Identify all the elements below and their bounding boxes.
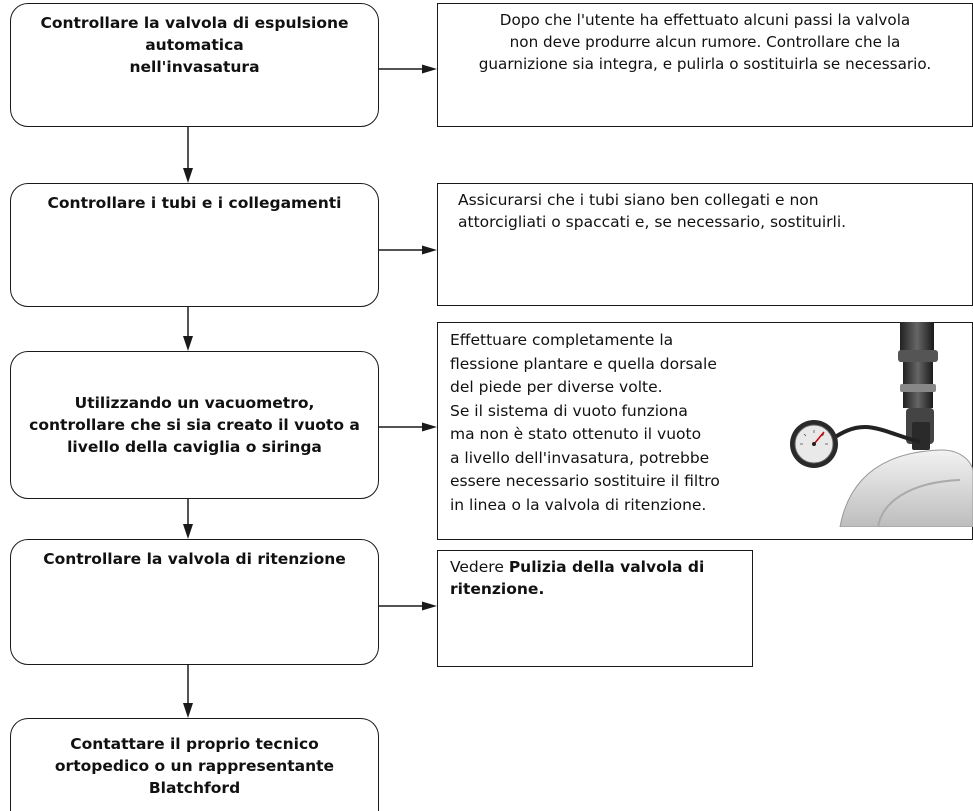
step-line: Controllare la valvola di ritenzione [43, 550, 346, 568]
note-line: in linea o la valvola di ritenzione. [450, 495, 707, 514]
note-line: non deve produrre alcun rumore. Controll… [509, 33, 901, 51]
note-line: ma non è stato ottenuto il vuoto [450, 425, 702, 443]
step-line: Contattare il proprio tecnico [70, 735, 319, 753]
arrow-step4-to-note4 [379, 601, 437, 611]
step-line: livello della caviglia o siringa [67, 438, 322, 456]
note-line: Assicurarsi che i tubi siano ben collega… [458, 191, 819, 209]
arrow-step1-to-note1 [379, 64, 437, 74]
step-check-expulsion-valve: Controllare la valvola di espulsione aut… [10, 3, 379, 127]
vacuum-gauge-illustration-icon [790, 322, 973, 527]
note-line: flessione plantare e quella dorsale [450, 354, 717, 373]
step-line: controllare che si sia creato il vuoto a [29, 416, 360, 434]
step-line: Controllare la valvola di espulsione [40, 14, 349, 32]
step-line: ortopedico o un rappresentante [54, 757, 335, 775]
step-line: automatica [145, 36, 244, 54]
note-check-valve: Vedere Pulizia della valvola di ritenzio… [437, 550, 753, 667]
note-line: a livello dell'invasatura, potrebbe [450, 448, 710, 467]
step-line: Controllare i tubi e i collegamenti [47, 194, 342, 212]
arrow-step2-to-step3 [183, 307, 193, 351]
step-check-vacuum: Utilizzando un vacuometro, controllare c… [10, 351, 379, 499]
arrow-step2-to-note2 [379, 245, 437, 255]
note-line: Dopo che l'utente ha effettuato alcuni p… [499, 11, 911, 29]
note-bold-link-text: Pulizia della valvola di [508, 558, 705, 576]
note-bold-link-text: ritenzione. [450, 580, 545, 598]
note-line: essere necessario sostituire il filtro [450, 472, 720, 490]
note-line: guarnizione sia integra, e pulirla o sos… [478, 55, 932, 73]
note-line: del piede per diverse volte. [450, 378, 663, 396]
step-check-tubes: Controllare i tubi e i collegamenti [10, 183, 379, 307]
note-tubes: Assicurarsi che i tubi siano ben collega… [437, 183, 973, 306]
step-check-check-valve: Controllare la valvola di ritenzione [10, 539, 379, 665]
step-line: Utilizzando un vacuometro, [74, 394, 315, 412]
note-line: Effettuare completamente la [450, 331, 674, 349]
arrow-step3-to-step4 [183, 499, 193, 539]
note-expulsion-valve: Dopo che l'utente ha effettuato alcuni p… [437, 3, 973, 127]
step-line: Blatchford [148, 779, 241, 797]
step-contact-technician: Contattare il proprio tecnico ortopedico… [10, 718, 379, 811]
arrow-step1-to-step2 [183, 127, 193, 183]
step-line: nell'invasatura [129, 58, 260, 76]
arrow-step4-to-step5 [183, 665, 193, 718]
note-line: Se il sistema di vuoto funziona [450, 401, 688, 420]
note-line: attorcigliati o spaccati e, se necessari… [458, 213, 847, 231]
arrow-step3-to-note3 [379, 422, 437, 432]
note-text: Vedere [450, 558, 509, 576]
